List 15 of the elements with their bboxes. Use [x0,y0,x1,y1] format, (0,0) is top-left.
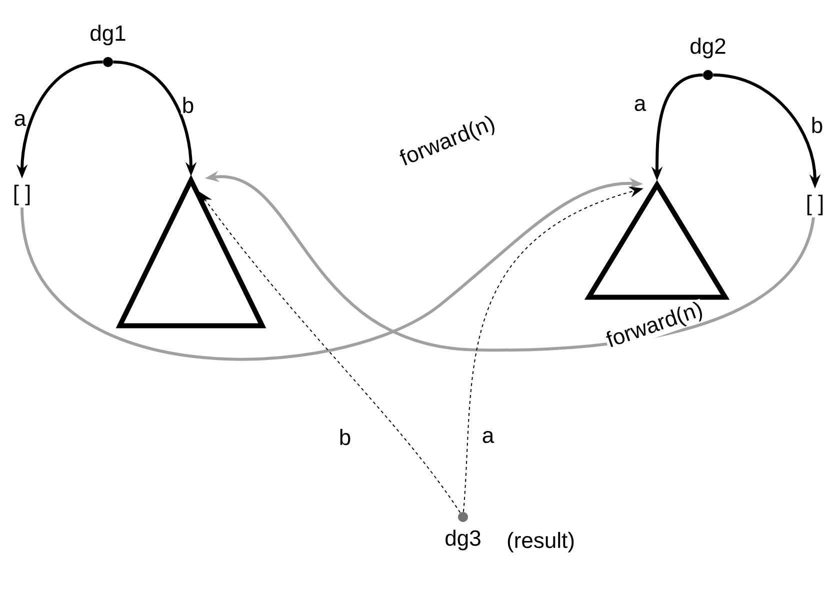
edge-label: a [14,114,26,126]
dot [458,512,468,522]
empty-list: [ ] [14,184,30,206]
node-note: (result) [508,532,574,552]
edge-label: b [340,428,350,446]
node-label: dg2 [690,38,726,58]
edge-label: b [812,116,822,134]
edge-label: a [482,430,494,444]
dot [703,70,713,80]
edge-label: b [183,96,194,114]
empty-list: [ ] [807,194,823,216]
edge-label: a [634,98,646,112]
dot [103,57,113,67]
node-label: dg1 [90,24,126,46]
node-label: dg3 [446,530,480,550]
